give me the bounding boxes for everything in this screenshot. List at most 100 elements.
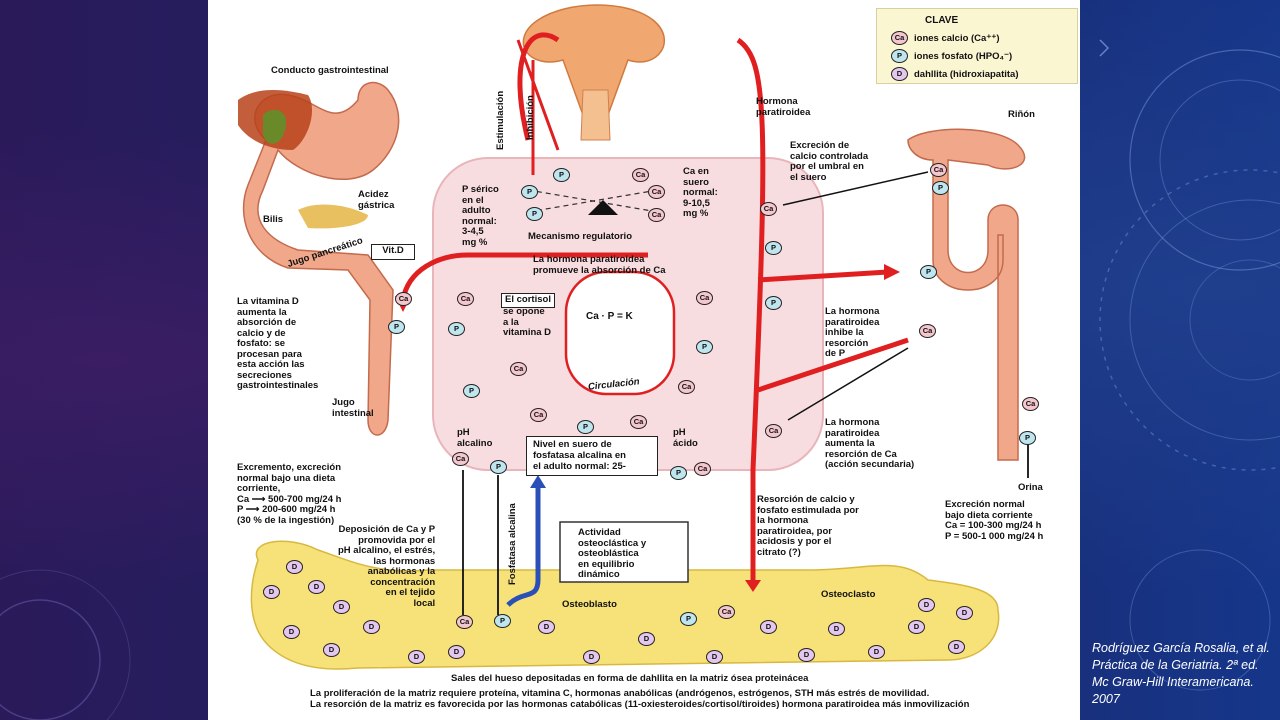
regulatory-triangle	[588, 200, 618, 215]
bone	[250, 540, 1000, 670]
dahllite-icon: D	[286, 560, 303, 574]
dahllite-icon: D	[263, 585, 280, 599]
calcium-ion-icon: Ca	[395, 292, 412, 306]
phosphate-ion-icon: P	[553, 168, 570, 182]
dahllite-icon: D	[538, 620, 555, 634]
dahllite-icon: D	[363, 620, 380, 634]
calcium-ion-icon: Ca	[718, 605, 735, 619]
pth-label: Hormona paratiroidea	[756, 96, 811, 118]
calcium-ion-icon: Ca	[457, 292, 474, 306]
phosphate-ion-icon: P	[490, 460, 507, 474]
dahllite-icon: D	[308, 580, 325, 594]
phosphate-ion-icon: P	[388, 320, 405, 334]
calcium-ion-icon: Ca	[678, 380, 695, 394]
dahllite-icon: D	[948, 640, 965, 654]
calcium-ion-icon: Ca	[632, 168, 649, 182]
alk-phos-level-box: Nivel en suero de fosfatasa alcalina en …	[526, 436, 658, 476]
dahllite-icon: D	[828, 622, 845, 636]
calcium-ion-icon: Ca	[765, 424, 782, 438]
activity-box	[559, 521, 689, 583]
dahllite-icon: D	[408, 650, 425, 664]
footer-line-2: La resorción de la matriz es favorecida …	[310, 699, 970, 710]
calcium-ion-icon: Ca	[530, 408, 547, 422]
resorption-label: Resorción de calcio y fosfato estimulada…	[757, 494, 859, 558]
cortisol-box: El cortisol	[501, 293, 555, 308]
dahllite-icon: D	[918, 598, 935, 612]
kidney-label: Riñón	[1008, 109, 1035, 120]
key-row-phosphate: P iones fosfato (HPO₄⁻)	[891, 49, 1012, 63]
dahllite-icon: D	[798, 648, 815, 662]
vit-d-box: Vit.D	[371, 244, 415, 260]
footer-line-1: La proliferación de la matriz requiere p…	[310, 688, 930, 699]
excrement-label: Excremento, excreción normal bajo una di…	[237, 462, 342, 526]
ca-p-k-label: Ca · P = K	[586, 311, 633, 322]
kidney-ca-arrow	[782, 171, 929, 206]
calcium-ion-icon: Ca	[694, 462, 711, 476]
serum-p-label: P sérico en el adulto normal: 3-4,5 mg %	[462, 184, 499, 248]
dahllite-icon: D	[323, 643, 340, 657]
key-row-calcium: Ca iones calcio (Ca⁺⁺)	[891, 31, 1000, 45]
calcium-ion-icon: Ca	[452, 452, 469, 466]
ca-excretion-label: Excreción de calcio controlada por el um…	[790, 140, 869, 183]
key-legend: CLAVE Ca iones calcio (Ca⁺⁺) P iones fos…	[876, 8, 1078, 84]
pth-arrow-head-kidney	[884, 264, 900, 280]
dahllite-icon: D	[868, 645, 885, 659]
cortisol-label: se opone a la vitamina D	[503, 306, 552, 338]
phosphate-ion-icon: P	[680, 612, 697, 626]
calcium-ion-icon: Ca	[648, 208, 665, 222]
kidney-p-arrow	[787, 347, 909, 421]
stimulation-label: Estimulación	[495, 90, 506, 150]
phosphate-ion-icon: P	[670, 466, 687, 480]
key-label-calcium: iones calcio (Ca⁺⁺)	[914, 32, 1000, 44]
gi-tract-label: Conducto gastrointestinal	[271, 65, 389, 76]
pth-absorption-label: La hormona paratiroidea promueve la abso…	[533, 254, 666, 276]
bone-salts-label: Sales del hueso depositadas en forma de …	[451, 673, 809, 684]
pth-arrow-kidney2	[757, 337, 909, 393]
phosphate-ion-icon: P	[526, 207, 543, 221]
pth-arrow-down	[736, 37, 766, 580]
ph-acid-label: pH ácido	[673, 427, 698, 449]
phosphate-ion-icon: P	[494, 614, 511, 628]
phosphate-ion-icon: P	[521, 185, 538, 199]
phosphate-ion-icon: P	[765, 296, 782, 310]
diagram-graphics	[238, 4, 1029, 670]
inhibition-label: Inhibición	[525, 95, 536, 140]
urine-label: Orina	[1018, 482, 1043, 493]
vitamin-d-label: La vitamina D aumenta la absorción de ca…	[237, 296, 319, 391]
deposition-label: Deposición de Ca y P promovida por el pH…	[338, 524, 436, 609]
urine-excretion-label: Excreción normal bajo dieta corriente Ca…	[945, 499, 1044, 542]
left-decoration	[0, 569, 131, 720]
dahllite-icon: D	[448, 645, 465, 659]
calcium-ion-icon: Ca	[930, 163, 947, 177]
phosphate-ion-icon: P	[891, 49, 908, 63]
dahllite-icon: D	[760, 620, 777, 634]
ca-p-k-oval	[564, 270, 676, 396]
regulatory-cross-2	[527, 189, 659, 213]
phosphate-ion-icon: P	[932, 181, 949, 195]
bile-label: Bilis	[263, 214, 284, 225]
phosphate-ion-icon: P	[696, 340, 713, 354]
alk-phosphatase-arrow-head	[530, 475, 546, 488]
dahllite-icon: D	[583, 650, 600, 664]
calcium-ion-icon: Ca	[510, 362, 527, 376]
citation-text: Rodríguez García Rosalia, et al. Práctic…	[1092, 641, 1270, 706]
intestinal-juice-label: Jugo intestinal	[332, 397, 374, 419]
dahllite-icon: D	[706, 650, 723, 664]
calcium-phosphate-metabolism-figure: CLAVE Ca iones calcio (Ca⁺⁺) P iones fos…	[208, 0, 1080, 720]
key-title: CLAVE	[925, 15, 959, 26]
alk-phosphatase-arrow	[506, 485, 541, 607]
gallbladder	[263, 109, 287, 144]
calcium-ion-icon: Ca	[1022, 397, 1039, 411]
phosphate-ion-icon: P	[920, 265, 937, 279]
key-label-phosphate: iones fosfato (HPO₄⁻)	[914, 50, 1013, 62]
pancreas	[298, 204, 368, 229]
ph-alkaline-label: pH alcalino	[457, 427, 493, 449]
activity-label: Actividad osteoclástica y osteoblástica …	[578, 527, 647, 580]
dahllite-icon: D	[638, 632, 655, 646]
osteoblast-label: Osteoblasto	[562, 599, 617, 610]
pth-arrow-intestine	[400, 252, 648, 301]
pth-inhibits-label: La hormona paratiroidea inhibe la resorc…	[825, 306, 880, 359]
phosphate-ion-icon: P	[1019, 431, 1036, 445]
serum-ca-label: Ca en suero normal: 9-10,5 mg %	[683, 166, 718, 219]
kidney-tubule	[907, 128, 1026, 461]
